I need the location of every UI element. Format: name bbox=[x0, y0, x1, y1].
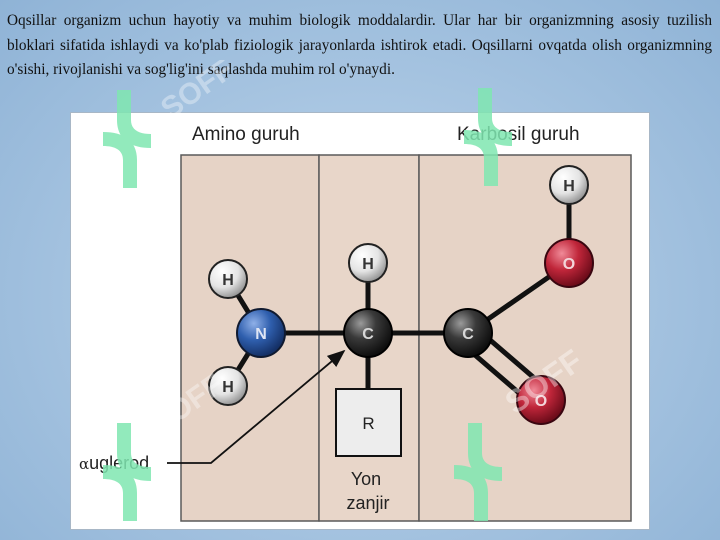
atom-hydrogen-amino-bottom: H bbox=[208, 366, 248, 406]
r-group-label: R bbox=[362, 414, 374, 433]
atom-hydrogen-hydroxyl: H bbox=[549, 165, 589, 205]
svg-text:C: C bbox=[462, 326, 474, 343]
alpha-carbon-pointer-arrow bbox=[167, 349, 346, 464]
carboxyl-group-label: Karbosil guruh bbox=[457, 124, 580, 145]
atom-hydrogen-alpha: H bbox=[348, 243, 388, 283]
svg-text:N: N bbox=[255, 326, 267, 343]
side-chain-label-line1: Yon bbox=[351, 469, 381, 489]
alpha-carbon-word: uglerod bbox=[89, 453, 149, 473]
amino-acid-diagram: Amino guruh Karbosil guruh R Yon zanjir … bbox=[70, 112, 650, 530]
r-group-box bbox=[335, 388, 402, 457]
svg-text:O: O bbox=[535, 393, 547, 410]
atom-carbon-alpha: C bbox=[343, 308, 393, 358]
side-chain-label-line2: zanjir bbox=[346, 493, 389, 513]
svg-text:C: C bbox=[362, 326, 374, 343]
atom-nitrogen: N bbox=[236, 308, 286, 358]
atom-oxygen-hydroxyl: O bbox=[544, 238, 594, 288]
atom-hydrogen-amino-top: H bbox=[208, 259, 248, 299]
svg-text:H: H bbox=[563, 178, 575, 195]
body-paragraph: Oqsillar organizm uchun hayotiy va muhim… bbox=[7, 12, 712, 78]
svg-text:H: H bbox=[222, 379, 234, 396]
svg-text:H: H bbox=[362, 256, 374, 273]
svg-text:H: H bbox=[222, 272, 234, 289]
amino-group-label: Amino guruh bbox=[192, 124, 300, 145]
alpha-carbon-label: αuglerod bbox=[79, 453, 149, 473]
atom-oxygen-carbonyl: O bbox=[516, 375, 566, 425]
alpha-symbol: α bbox=[79, 455, 89, 473]
atom-carbon-carboxyl: C bbox=[443, 308, 493, 358]
svg-text:O: O bbox=[563, 256, 575, 273]
